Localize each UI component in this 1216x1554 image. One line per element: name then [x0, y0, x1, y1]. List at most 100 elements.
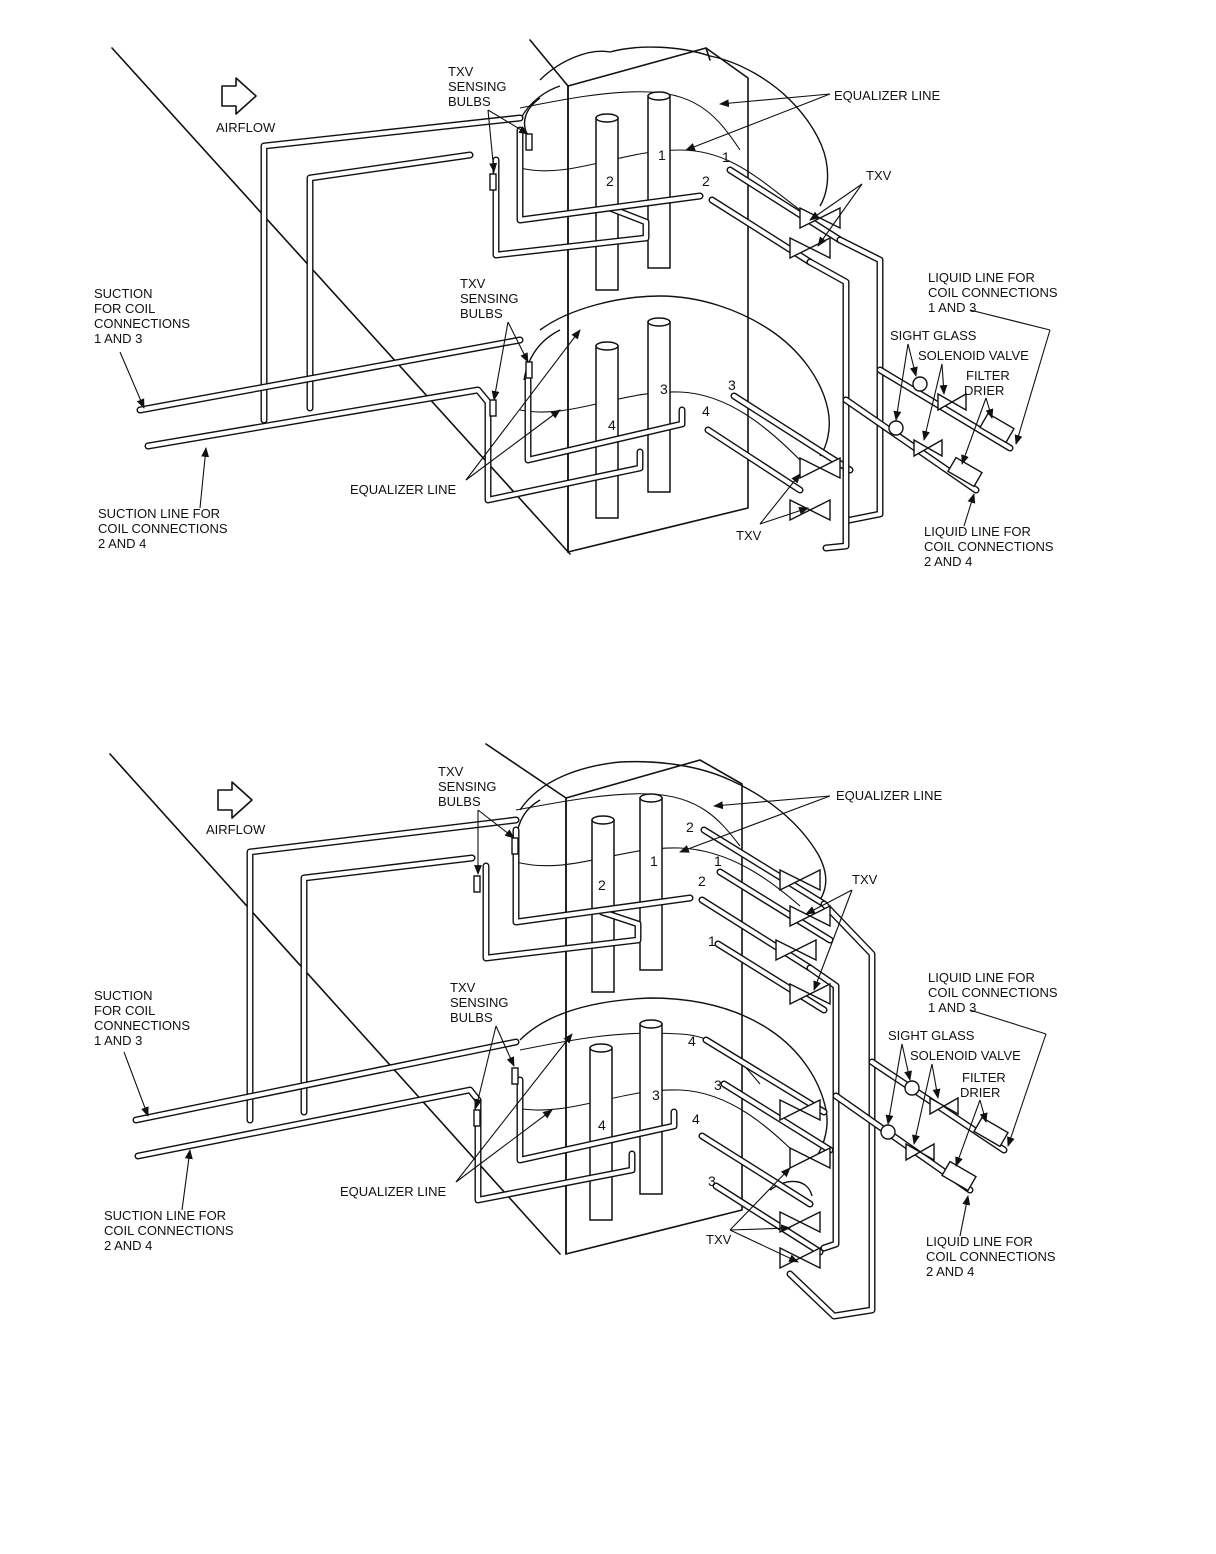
- equalizer-line-low-label-b: EQUALIZER LINE: [340, 1184, 447, 1199]
- txv-bulb-b1: [511, 837, 519, 855]
- coil-top-lower: [539, 295, 830, 457]
- txv-valves-bottom: [775, 868, 831, 1270]
- suction-24-label-2: COIL CONNECTIONS: [98, 521, 228, 536]
- suction-13-label-b4: 1 AND 3: [94, 1033, 142, 1048]
- coil-number-1: 1: [658, 147, 666, 163]
- connection-number-4: 4: [702, 403, 710, 419]
- txv-bulb-b4: [473, 1109, 481, 1127]
- filter-label-1: FILTER: [966, 368, 1010, 383]
- equalizer-bottom-3: [515, 1089, 801, 1159]
- connection-number-b4b: 4: [692, 1111, 700, 1127]
- duct-edge-line-b: [109, 753, 561, 1255]
- liquid-line-24-label-2: COIL CONNECTIONS: [924, 539, 1054, 554]
- txv-bulbs-label-1: TXV: [448, 64, 474, 79]
- liquid-line-components-top: [888, 376, 1015, 488]
- coil-number-b2: 2: [598, 877, 606, 893]
- leader-arrows-top: [119, 93, 1051, 527]
- duct-edge-line: [111, 47, 571, 555]
- liquid-line-13-label-b1: LIQUID LINE FOR: [928, 970, 1035, 985]
- liquid-line-components-bottom: [880, 1080, 1009, 1192]
- coil-bottom-tail: [769, 1180, 813, 1197]
- txv-bulb-3: [525, 361, 533, 379]
- solenoid-valve-label-b: SOLENOID VALVE: [910, 1048, 1021, 1063]
- txv-low-label: TXV: [736, 528, 762, 543]
- txv-label-b: TXV: [852, 872, 878, 887]
- suction-24-label-b1: SUCTION LINE FOR: [104, 1208, 226, 1223]
- filter-label-b1: FILTER: [962, 1070, 1006, 1085]
- equalizer-line-label: EQUALIZER LINE: [834, 88, 941, 103]
- filter-label-b2: DRIER: [960, 1085, 1000, 1100]
- suction-13-label-1: SUCTION: [94, 286, 153, 301]
- txv-bulbs-label-b2: SENSING: [438, 779, 497, 794]
- filter-label-2: DRIER: [964, 383, 1004, 398]
- liquid-line-13-label-1: LIQUID LINE FOR: [928, 270, 1035, 285]
- txv-label: TXV: [866, 168, 892, 183]
- equalizer-top-1: [519, 149, 801, 211]
- suction-24-label-b3: 2 AND 4: [104, 1238, 152, 1253]
- coil-number-b3: 3: [652, 1087, 660, 1103]
- connection-number-b2a: 2: [686, 819, 694, 835]
- suction-13-label-b2: FOR COIL: [94, 1003, 155, 1018]
- connection-number-3: 3: [728, 377, 736, 393]
- txv-bulb-1: [525, 133, 533, 151]
- liquid-line-13-label-b3: 1 AND 3: [928, 1000, 976, 1015]
- txv-valves-top: [789, 206, 841, 522]
- liquid-line-24-label-b3: 2 AND 4: [926, 1264, 974, 1279]
- liquid-line-13-label-b2: COIL CONNECTIONS: [928, 985, 1058, 1000]
- suction-13-label-4: 1 AND 3: [94, 331, 142, 346]
- suction-13-label-b3: CONNECTIONS: [94, 1018, 190, 1033]
- airflow-arrow-icon: [221, 77, 257, 115]
- connection-number-b3a: 3: [714, 1077, 722, 1093]
- suction-24-label-3: 2 AND 4: [98, 536, 146, 551]
- coil-top-upper-left: [519, 85, 561, 141]
- txv-bulbs-low-label-2: SENSING: [460, 291, 519, 306]
- evaporator-box: [529, 39, 749, 553]
- equalizer-top-3: [519, 391, 801, 461]
- connection-number-b1a: 1: [714, 853, 722, 869]
- txv-bulbs-low-label-b2: SENSING: [450, 995, 509, 1010]
- txv-bulb-b3: [511, 1067, 519, 1085]
- txv-bulbs-low-label-b1: TXV: [450, 980, 476, 995]
- liquid-line-24-label-1: LIQUID LINE FOR: [924, 524, 1031, 539]
- suction-13-label-2: FOR COIL: [94, 301, 155, 316]
- connection-number-2: 2: [702, 173, 710, 189]
- coil-number-4: 4: [608, 417, 616, 433]
- txv-bulbs-low-label-1: TXV: [460, 276, 486, 291]
- figure-top: AIRFLOW: [94, 39, 1058, 569]
- txv-low-label-b: TXV: [706, 1232, 732, 1247]
- equalizer-bottom-2: [515, 793, 741, 847]
- suction-24-label-b2: COIL CONNECTIONS: [104, 1223, 234, 1238]
- coil-number-b1: 1: [650, 853, 658, 869]
- connection-number-1: 1: [722, 149, 730, 165]
- txv-bulbs-label-2: SENSING: [448, 79, 507, 94]
- connection-number-b4a: 4: [688, 1033, 696, 1049]
- coil-number-b4: 4: [598, 1117, 606, 1133]
- suction-13-label-3: CONNECTIONS: [94, 316, 190, 331]
- txv-bulbs-label-b1: TXV: [438, 764, 464, 779]
- leader-arrows-bottom: [123, 795, 1047, 1263]
- liquid-line-13-label-2: COIL CONNECTIONS: [928, 285, 1058, 300]
- connection-number-b3b: 3: [708, 1173, 716, 1189]
- airflow-label: AIRFLOW: [216, 120, 276, 135]
- txv-bulbs-low-label-b3: BULBS: [450, 1010, 493, 1025]
- liquid-line-24-label-3: 2 AND 4: [924, 554, 972, 569]
- connection-number-b2b: 2: [698, 873, 706, 889]
- coil-number-2: 2: [606, 173, 614, 189]
- equalizer-line-label-b: EQUALIZER LINE: [836, 788, 943, 803]
- coil-number-3: 3: [660, 381, 668, 397]
- sight-glass-label: SIGHT GLASS: [890, 328, 977, 343]
- suction-24-label-1: SUCTION LINE FOR: [98, 506, 220, 521]
- liquid-line-24-label-b2: COIL CONNECTIONS: [926, 1249, 1056, 1264]
- airflow-arrow-icon-b: [217, 781, 253, 819]
- airflow-label-b: AIRFLOW: [206, 822, 266, 837]
- txv-bulb-2: [489, 173, 497, 191]
- coil-bottom-upper: [519, 760, 827, 901]
- equalizer-line-low-label: EQUALIZER LINE: [350, 482, 457, 497]
- figure-bottom: AIRFLOW: [94, 743, 1058, 1320]
- txv-bulbs-label-3: BULBS: [448, 94, 491, 109]
- solenoid-valve-label: SOLENOID VALVE: [918, 348, 1029, 363]
- liquid-line-13-label-3: 1 AND 3: [928, 300, 976, 315]
- sight-glass-label-b: SIGHT GLASS: [888, 1028, 975, 1043]
